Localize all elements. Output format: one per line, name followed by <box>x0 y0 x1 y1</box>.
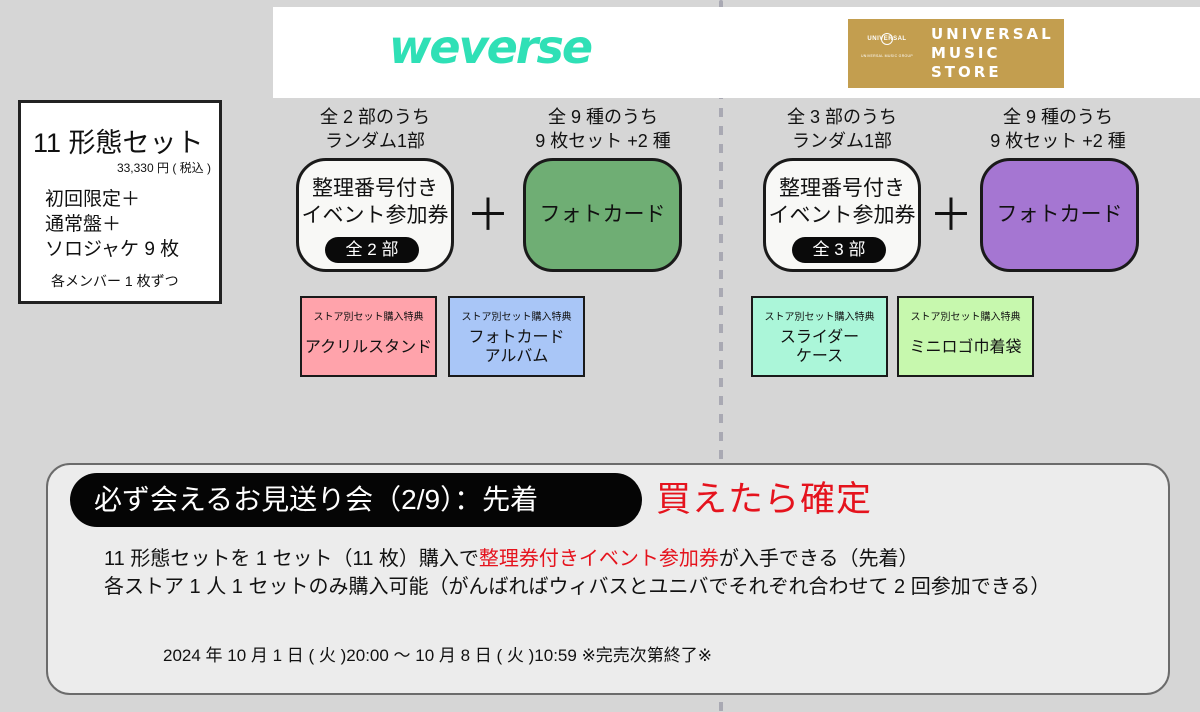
weverse-photocard-caption: 全 9 種のうち 9 枚セット +2 種 <box>535 107 671 151</box>
universal-mark-text: UNIVERSAL <box>867 36 907 42</box>
ums-photocard-caption: 全 9 種のうち 9 枚セット +2 種 <box>990 107 1126 151</box>
event-sale-period: 2024 年 10 月 1 日 ( 火 )20:00 ～ 10 月 8 日 ( … <box>163 646 713 665</box>
bonus-label: ストア別セット購入特典 <box>910 312 1021 323</box>
universal-music-store-logo: UNIVERSAL UNIVERSAL MUSIC GROUP UNIVERSA… <box>848 19 1064 88</box>
plus-icon: ＋ <box>929 191 973 240</box>
weverse-ticket-caption: 全 2 部のうち ランダム1部 <box>319 107 430 151</box>
ums-event-ticket-card: 整理番号付き イベント参加券 全 3 部 <box>763 158 921 272</box>
set-note: 各メンバー 1 枚ずつ <box>51 273 179 289</box>
ums-photocard-card: フォトカード <box>980 158 1139 272</box>
weverse-bonus-acrylic-stand: ストア別セット購入特典 アクリルスタンド <box>300 296 437 377</box>
ticket-parts-pill: 全 3 部 <box>792 237 886 263</box>
universal-globe-mark: UNIVERSAL UNIVERSAL MUSIC GROUP <box>854 33 920 73</box>
ticket-text: 整理番号付き イベント参加券 <box>768 177 916 227</box>
set-contents: 初回限定＋ 通常盤＋ ソロジャケ 9 枚 <box>45 189 180 260</box>
event-header-pill: 必ず会えるお見送り会（2/9）：先着 <box>70 473 642 527</box>
set-price: 33,330 円 ( 税込 ) <box>116 161 211 175</box>
ticket-text: 整理番号付き イベント参加券 <box>301 177 449 227</box>
event-highlight: 買えたら確定 <box>656 480 873 519</box>
plus-icon: ＋ <box>466 191 510 240</box>
bonus-item: スライダー ケース <box>779 329 860 365</box>
bonus-item: ミニロゴ巾着袋 <box>909 338 1022 356</box>
globe-icon <box>881 33 893 45</box>
set-title: 11 形態セット <box>33 128 204 158</box>
ums-ticket-caption: 全 3 部のうち ランダム1部 <box>786 107 897 151</box>
weverse-logo: weverse <box>388 20 593 74</box>
event-limit-line: 各ストア 1 人 1 セットのみ購入可能（がんばればウィバスとユニバでそれぞれ合… <box>104 576 1051 598</box>
condition-text: 11 形態セットを 1 セット（11 枚）購入で <box>104 548 479 570</box>
universal-music-group-text: UNIVERSAL MUSIC GROUP <box>860 54 914 58</box>
store-divider <box>719 0 723 712</box>
weverse-event-ticket-card: 整理番号付き イベント参加券 全 2 部 <box>296 158 454 272</box>
bonus-label: ストア別セット購入特典 <box>461 312 572 323</box>
event-condition-line: 11 形態セットを 1 セット（11 枚）購入で整理券付きイベント参加券が入手で… <box>104 545 918 573</box>
ums-bonus-mini-logo-pouch: ストア別セット購入特典 ミニロゴ巾着袋 <box>897 296 1034 377</box>
bonus-label: ストア別セット購入特典 <box>313 312 424 323</box>
condition-text-end: が入手できる（先着） <box>718 548 919 570</box>
bonus-item: フォトカード アルバム <box>468 329 565 365</box>
condition-highlight: 整理券付きイベント参加券 <box>478 548 719 570</box>
ums-bonus-slider-case: ストア別セット購入特典 スライダー ケース <box>751 296 888 377</box>
bonus-item: アクリルスタンド <box>304 338 433 356</box>
bonus-label: ストア別セット購入特典 <box>764 312 875 323</box>
weverse-bonus-photocard-album: ストア別セット購入特典 フォトカード アルバム <box>448 296 585 377</box>
weverse-photocard-card: フォトカード <box>523 158 682 272</box>
ticket-parts-pill: 全 2 部 <box>325 237 419 263</box>
universal-music-store-wordmark: UNIVERSAL MUSIC STORE <box>931 25 1054 81</box>
event-info-box: 必ず会えるお見送り会（2/9）：先着 買えたら確定 11 形態セットを 1 セッ… <box>46 463 1170 695</box>
set-summary-box: 11 形態セット 33,330 円 ( 税込 ) 初回限定＋ 通常盤＋ ソロジャ… <box>18 100 222 304</box>
